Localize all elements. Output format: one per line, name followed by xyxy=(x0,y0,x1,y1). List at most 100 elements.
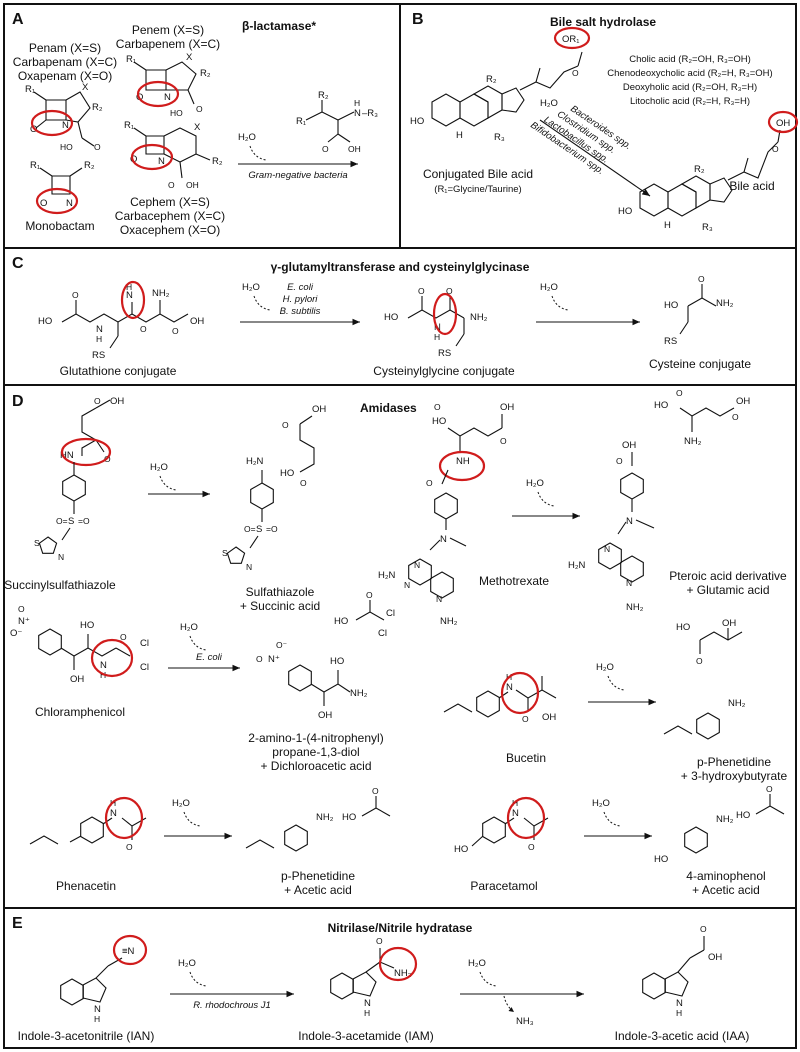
ecoli-label: E. coli xyxy=(196,652,223,663)
svg-text:H: H xyxy=(676,1008,682,1018)
panel-b: B Bile salt hydrolase O OR₁ R₂ HO H R₃ C… xyxy=(410,11,799,233)
panel-a: A β-lactamase* Penam (X=S) Carbapenam (X… xyxy=(12,11,378,237)
svg-text:OH: OH xyxy=(722,618,736,629)
chlor-prod-line-3: + Dichloroacetic acid xyxy=(260,759,371,773)
svg-text:N: N xyxy=(66,198,73,209)
water-label: H₂O xyxy=(178,958,196,969)
svg-text:O: O xyxy=(522,714,529,724)
chloramphenicol-structure: O⁻ N⁺ O OH HO N H O Cl Cl xyxy=(10,604,149,685)
svg-text:N⁺: N⁺ xyxy=(18,616,30,627)
water-label-4: H₂O xyxy=(596,662,614,673)
water-label-3: H₂O xyxy=(180,622,198,633)
glutathione-conjugate-structure: HO O N H N H O NH₂ OH O RS xyxy=(38,280,204,361)
phenetidine-hydroxybutyrate-structure: HO O OH NH₂ xyxy=(663,618,746,740)
panel-b-title: Bile salt hydrolase xyxy=(550,15,656,29)
svg-text:N: N xyxy=(164,92,171,103)
svg-text:O: O xyxy=(446,286,453,296)
svg-text:OH: OH xyxy=(186,180,199,190)
svg-text:Cl: Cl xyxy=(140,638,149,649)
svg-text:R₂: R₂ xyxy=(486,74,497,85)
svg-text:NH₂: NH₂ xyxy=(684,436,702,447)
svg-text:N⁺: N⁺ xyxy=(268,654,280,665)
oh-group: OH xyxy=(776,118,790,129)
svg-text:OH: OH xyxy=(318,710,332,721)
penem-structure: R₁ X R₂ O N HO O xyxy=(126,52,211,118)
bacteria-2: H. pylori xyxy=(283,294,319,305)
chlor-prod-line-1: 2-amino-1-(4-nitrophenyl) xyxy=(248,731,383,745)
amide-bond-highlight xyxy=(90,638,134,678)
carbapenam-label: Carbapenam (X=C) xyxy=(13,55,117,69)
svg-text:S: S xyxy=(68,516,74,527)
panel-d: D Amidases OH O O HN S O= =O S N Succiny… xyxy=(4,388,787,897)
svg-text:HO: HO xyxy=(38,316,52,327)
svg-text:N: N xyxy=(364,998,371,1009)
svg-text:N: N xyxy=(100,660,107,671)
amide-bond-highlight xyxy=(120,280,146,320)
bucetin-prod-line-2: + 3-hydroxybutyrate xyxy=(681,769,788,783)
svg-text:=O: =O xyxy=(78,516,90,526)
methotrexate-label: Methotrexate xyxy=(479,574,549,588)
svg-text:O: O xyxy=(72,290,79,300)
svg-text:OH: OH xyxy=(110,396,124,407)
svg-text:O: O xyxy=(418,286,425,296)
svg-text:OH: OH xyxy=(348,144,361,154)
phenacetin-prod-line-1: p-Phenetidine xyxy=(281,869,355,883)
cephem-label: Cephem (X=S) xyxy=(130,195,210,209)
amide-bond-highlight xyxy=(60,437,112,467)
organism-label: R. rhodochrous J1 xyxy=(193,1000,271,1011)
svg-text:HO: HO xyxy=(432,416,446,427)
svg-text:O: O xyxy=(130,154,137,165)
svg-text:HO: HO xyxy=(280,468,294,479)
deoxycholic-acid-label: Deoxyholic acid (R₂=OH, R₃=H) xyxy=(623,82,757,93)
dichloroacetic-acid-structure: HO O Cl Cl xyxy=(334,590,395,639)
svg-text:NH₂: NH₂ xyxy=(350,688,368,699)
svg-text:R₂: R₂ xyxy=(212,156,223,167)
ian-label: Indole-3-acetonitrile (IAN) xyxy=(18,1029,155,1043)
svg-text:O: O xyxy=(126,842,133,852)
svg-text:O: O xyxy=(40,198,47,209)
svg-text:O: O xyxy=(168,180,175,190)
bucetin-prod-line-1: p-Phenetidine xyxy=(697,755,771,769)
svg-text:R₁: R₁ xyxy=(296,116,306,127)
penam-label: Penam (X=S) xyxy=(29,41,101,55)
svg-text:H: H xyxy=(664,220,671,231)
panel-frames xyxy=(3,3,797,1049)
svg-text:O: O xyxy=(94,142,101,152)
svg-text:N: N xyxy=(512,808,519,819)
svg-text:H₂N: H₂N xyxy=(568,560,586,571)
svg-text:≡N: ≡N xyxy=(122,946,135,957)
svg-text:O: O xyxy=(376,936,383,946)
water-label-5: H₂O xyxy=(172,798,190,809)
glutathione-conjugate-label: Glutathione conjugate xyxy=(60,364,177,378)
carbacephem-label: Carbacephem (X=C) xyxy=(115,209,225,223)
water-label-2: H₂O xyxy=(526,478,544,489)
svg-text:Cl: Cl xyxy=(386,608,395,619)
svg-text:HO: HO xyxy=(330,656,344,667)
svg-text:O: O xyxy=(434,402,441,412)
panel-e-title: Nitrilase/Nitrile hydratase xyxy=(328,921,473,935)
carbapenem-label: Carbapenem (X=C) xyxy=(116,37,220,51)
penem-label: Penem (X=S) xyxy=(132,23,204,37)
svg-text:R₃: R₃ xyxy=(702,222,713,233)
svg-text:O⁻: O⁻ xyxy=(10,628,22,639)
water-label: H₂O xyxy=(150,462,168,473)
svg-text:N: N xyxy=(94,1004,101,1015)
or1-group: OR₁ xyxy=(562,34,579,45)
svg-text:O: O xyxy=(732,412,739,422)
bacteria-1: E. coli xyxy=(287,282,314,293)
water-label-2: H₂O xyxy=(468,958,486,969)
svg-text:N: N xyxy=(626,516,633,527)
panel-c-letter: C xyxy=(12,255,24,272)
methotrexate-structure: HO O OH O NH O N N N N H₂N NH₂ xyxy=(378,402,514,627)
cysteine-conjugate-label: Cysteine conjugate xyxy=(649,357,751,371)
succinic-acid-structure: O OH HO O xyxy=(280,404,326,488)
svg-text:R₁: R₁ xyxy=(30,160,40,171)
svg-text:HO: HO xyxy=(80,620,94,631)
panel-c: C γ-glutamyltransferase and cysteinylgly… xyxy=(12,255,751,378)
svg-text:N: N xyxy=(246,562,252,572)
svg-text:N: N xyxy=(58,552,64,562)
svg-text:–R₃: –R₃ xyxy=(362,108,378,119)
svg-text:O: O xyxy=(616,456,623,466)
svg-text:O: O xyxy=(196,104,203,114)
glutamic-acid-label: + Glutamic acid xyxy=(686,583,769,597)
